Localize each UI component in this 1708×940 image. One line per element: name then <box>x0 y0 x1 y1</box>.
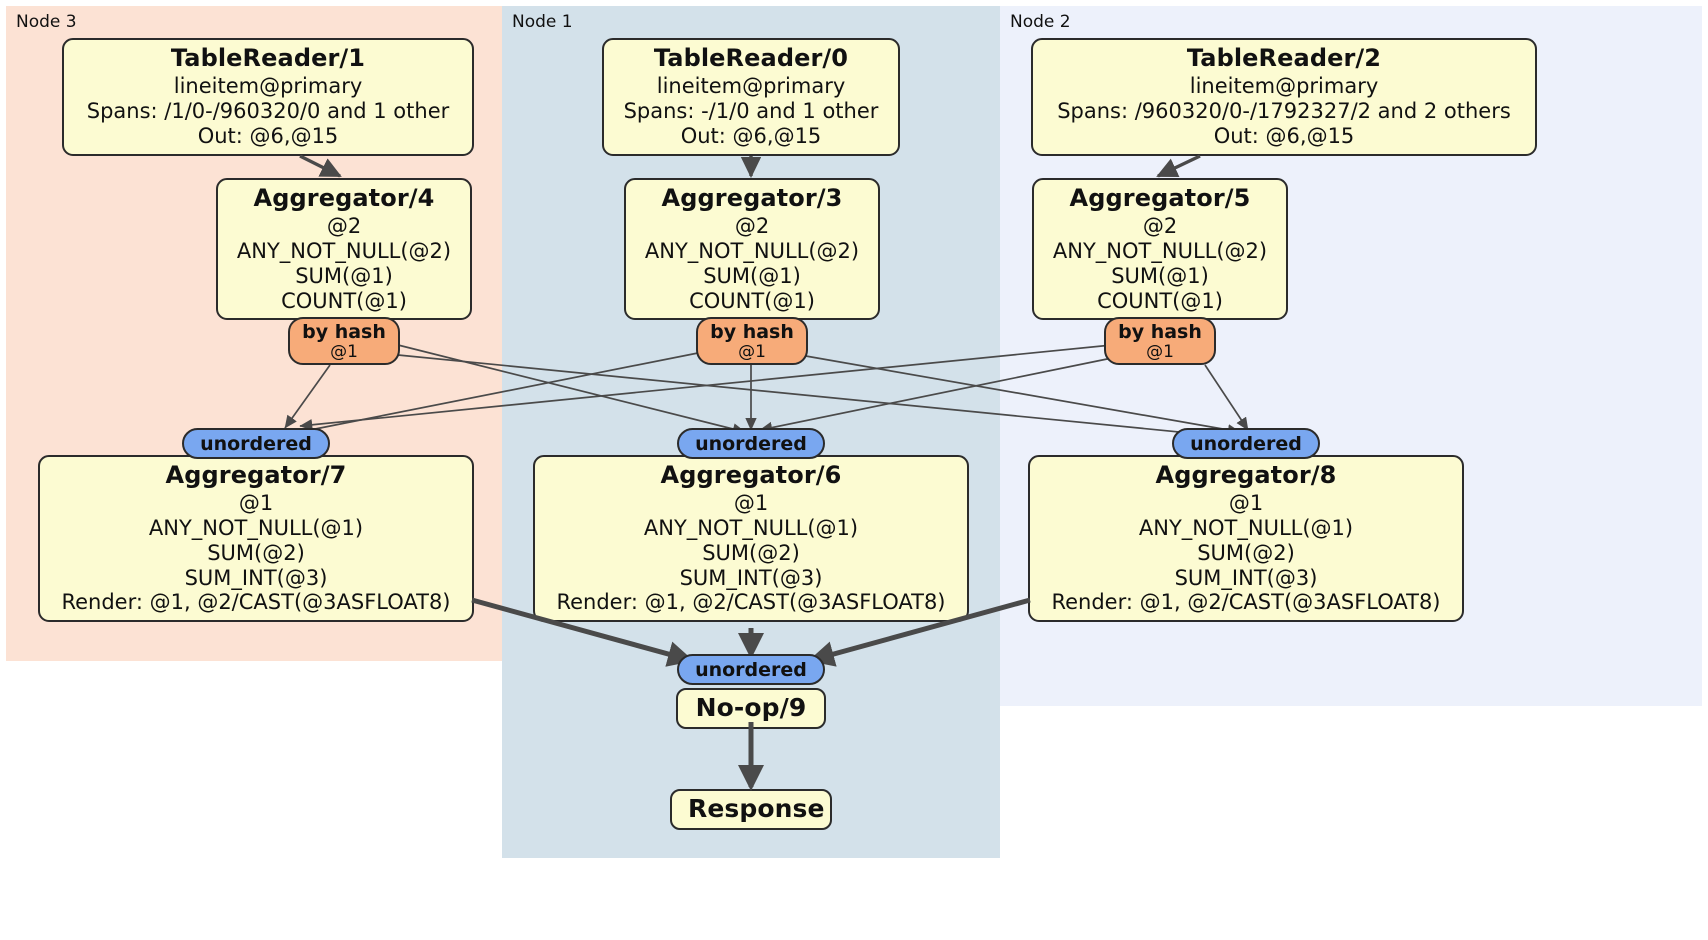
processor-line: SUM(@2) <box>1197 540 1295 565</box>
processor-line: SUM(@1) <box>703 263 801 288</box>
processor-aggregator-6[interactable]: Aggregator/6 @1 ANY_NOT_NULL(@1) SUM(@2)… <box>533 455 969 623</box>
processor-title: Aggregator/8 <box>1155 461 1337 489</box>
hash-router-sublabel: @1 <box>330 342 358 363</box>
processor-line: SUM(@1) <box>295 263 393 288</box>
processor-title: Aggregator/5 <box>1069 184 1251 212</box>
edge-tablereader2-aggregator5 <box>1156 154 1201 178</box>
synchronizer-final[interactable]: unordered <box>677 654 825 685</box>
processor-noop-9[interactable]: No-op/9 <box>676 688 826 729</box>
processor-line: SUM(@1) <box>1111 263 1209 288</box>
edge-tablereader1-aggregator4 <box>299 154 342 178</box>
processor-title: TableReader/0 <box>653 44 849 72</box>
processor-title: Aggregator/6 <box>660 461 842 489</box>
processor-line: @2 <box>734 213 770 238</box>
processor-line: ANY_NOT_NULL(@1) <box>148 515 364 540</box>
processor-line: SUM(@2) <box>207 540 305 565</box>
hash-router-aggregator-4[interactable]: by hash @1 <box>288 317 400 365</box>
synchronizer-label: unordered <box>1190 433 1302 455</box>
edge-hash4-sync7 <box>284 364 331 429</box>
hash-router-aggregator-5[interactable]: by hash @1 <box>1104 317 1216 365</box>
processor-aggregator-4[interactable]: Aggregator/4 @2 ANY_NOT_NULL(@2) SUM(@1)… <box>216 178 472 321</box>
edge-hash5-sync6 <box>759 357 1113 434</box>
synchronizer-label: unordered <box>200 433 312 455</box>
processor-line: @2 <box>1142 213 1178 238</box>
edge-aggregator8-syncfinal <box>808 597 1031 667</box>
processor-title: No-op/9 <box>695 693 807 722</box>
node-panel-label-node-2: Node 2 <box>1010 12 1071 32</box>
hash-router-label: by hash <box>710 321 794 343</box>
processor-line: Out: @6,@15 <box>197 123 339 148</box>
processor-line: COUNT(@1) <box>689 288 815 313</box>
processor-line: ANY_NOT_NULL(@1) <box>1138 515 1354 540</box>
processor-tablereader-2[interactable]: TableReader/2 lineitem@primary Spans: /9… <box>1031 38 1537 156</box>
processor-aggregator-5[interactable]: Aggregator/5 @2 ANY_NOT_NULL(@2) SUM(@1)… <box>1032 178 1288 321</box>
processor-line: Render: @1, @2/CAST(@3ASFLOAT8) <box>61 590 451 615</box>
hash-router-label: by hash <box>302 321 386 343</box>
synchronizer-aggregator-7[interactable]: unordered <box>182 428 330 459</box>
processor-line: ANY_NOT_NULL(@2) <box>1052 238 1268 263</box>
processor-title: TableReader/2 <box>1186 44 1382 72</box>
processor-line: lineitem@primary <box>1189 73 1379 98</box>
processor-line: ANY_NOT_NULL(@2) <box>644 238 860 263</box>
node-panel-label-node-1: Node 1 <box>512 12 573 32</box>
processor-line: ANY_NOT_NULL(@2) <box>236 238 452 263</box>
processor-line: Render: @1, @2/CAST(@3ASFLOAT8) <box>556 590 946 615</box>
processor-aggregator-3[interactable]: Aggregator/3 @2 ANY_NOT_NULL(@2) SUM(@1)… <box>624 178 880 321</box>
edge-hash5-sync7 <box>299 344 1113 431</box>
processor-title: Aggregator/3 <box>661 184 843 212</box>
hash-router-sublabel: @1 <box>738 342 766 363</box>
processor-line: Render: @1, @2/CAST(@3ASFLOAT8) <box>1051 590 1441 615</box>
processor-title: Aggregator/7 <box>165 461 347 489</box>
processor-line: Spans: /1/0-/960320/0 and 1 other <box>86 98 450 123</box>
processor-tablereader-1[interactable]: TableReader/1 lineitem@primary Spans: /1… <box>62 38 474 156</box>
processor-line: lineitem@primary <box>656 73 846 98</box>
processor-line: Spans: /960320/0-/1792327/2 and 2 others <box>1057 98 1511 123</box>
processor-line: Out: @6,@15 <box>680 123 822 148</box>
processor-title: TableReader/1 <box>170 44 366 72</box>
processor-line: @1 <box>733 490 769 515</box>
synchronizer-label: unordered <box>695 659 807 681</box>
node-panel-label-node-3: Node 3 <box>16 12 77 32</box>
edge-hash3-sync8 <box>799 354 1241 436</box>
processor-title: Aggregator/4 <box>253 184 435 212</box>
edge-hash5-sync8 <box>1204 364 1249 431</box>
synchronizer-label: unordered <box>695 433 807 455</box>
synchronizer-aggregator-6[interactable]: unordered <box>677 428 825 459</box>
hash-router-label: by hash <box>1118 321 1202 343</box>
synchronizer-aggregator-8[interactable]: unordered <box>1172 428 1320 459</box>
processor-line: @1 <box>1228 490 1264 515</box>
processor-line: @1 <box>238 490 274 515</box>
processor-line: COUNT(@1) <box>1097 288 1223 313</box>
processor-line: lineitem@primary <box>173 73 363 98</box>
edge-aggregator7-syncfinal <box>471 597 694 667</box>
processor-line: SUM_INT(@3) <box>679 565 823 590</box>
processor-title: Response <box>688 794 825 823</box>
processor-line: COUNT(@1) <box>281 288 407 313</box>
processor-line: SUM_INT(@3) <box>1174 565 1318 590</box>
hash-router-sublabel: @1 <box>1146 342 1174 363</box>
processor-line: ANY_NOT_NULL(@1) <box>643 515 859 540</box>
hash-router-aggregator-3[interactable]: by hash @1 <box>696 317 808 365</box>
processor-line: SUM(@2) <box>702 540 800 565</box>
processor-line: Spans: -/1/0 and 1 other <box>623 98 879 123</box>
processor-line: @2 <box>326 213 362 238</box>
processor-tablereader-0[interactable]: TableReader/0 lineitem@primary Spans: -/… <box>602 38 900 156</box>
edge-hash4-sync6 <box>397 344 746 435</box>
processor-line: SUM_INT(@3) <box>184 565 328 590</box>
processor-aggregator-7[interactable]: Aggregator/7 @1 ANY_NOT_NULL(@1) SUM(@2)… <box>38 455 474 623</box>
processor-aggregator-8[interactable]: Aggregator/8 @1 ANY_NOT_NULL(@1) SUM(@2)… <box>1028 455 1464 623</box>
processor-line: Out: @6,@15 <box>1213 123 1355 148</box>
edge-hash4-sync8 <box>397 354 1241 443</box>
